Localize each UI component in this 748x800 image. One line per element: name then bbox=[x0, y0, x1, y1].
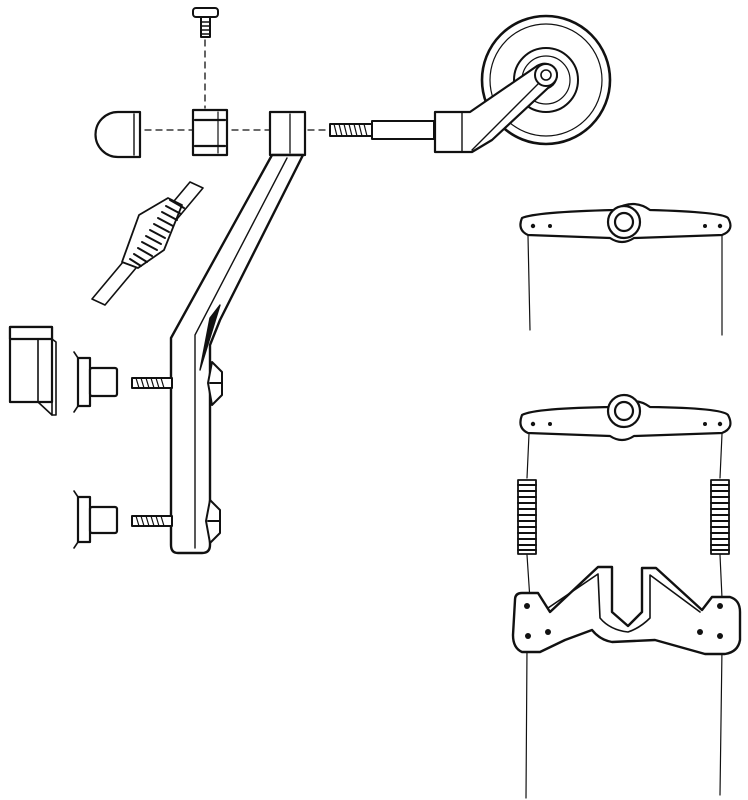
lower-mount-bolt bbox=[131, 499, 221, 544]
upper-steering-horn bbox=[519, 202, 732, 244]
main-strut bbox=[169, 153, 305, 555]
centering-spring-left bbox=[517, 479, 537, 555]
collar bbox=[191, 108, 229, 157]
thumb-screw bbox=[192, 7, 219, 38]
upper-bushing bbox=[73, 351, 119, 413]
wheel-axle bbox=[329, 120, 435, 140]
axle-spring bbox=[91, 181, 204, 306]
assembly-guide-lines bbox=[144, 39, 331, 131]
wheel-arm bbox=[433, 62, 558, 154]
rudder-horn-plate bbox=[511, 565, 742, 656]
lower-bushing bbox=[73, 490, 119, 549]
control-cables bbox=[525, 235, 723, 799]
centering-spring-right bbox=[710, 479, 730, 555]
upper-mount-bolt bbox=[131, 361, 223, 406]
end-cap bbox=[94, 110, 142, 159]
lower-steering-horn bbox=[519, 393, 732, 442]
strut-socket bbox=[268, 110, 307, 157]
mount-block bbox=[8, 325, 57, 416]
